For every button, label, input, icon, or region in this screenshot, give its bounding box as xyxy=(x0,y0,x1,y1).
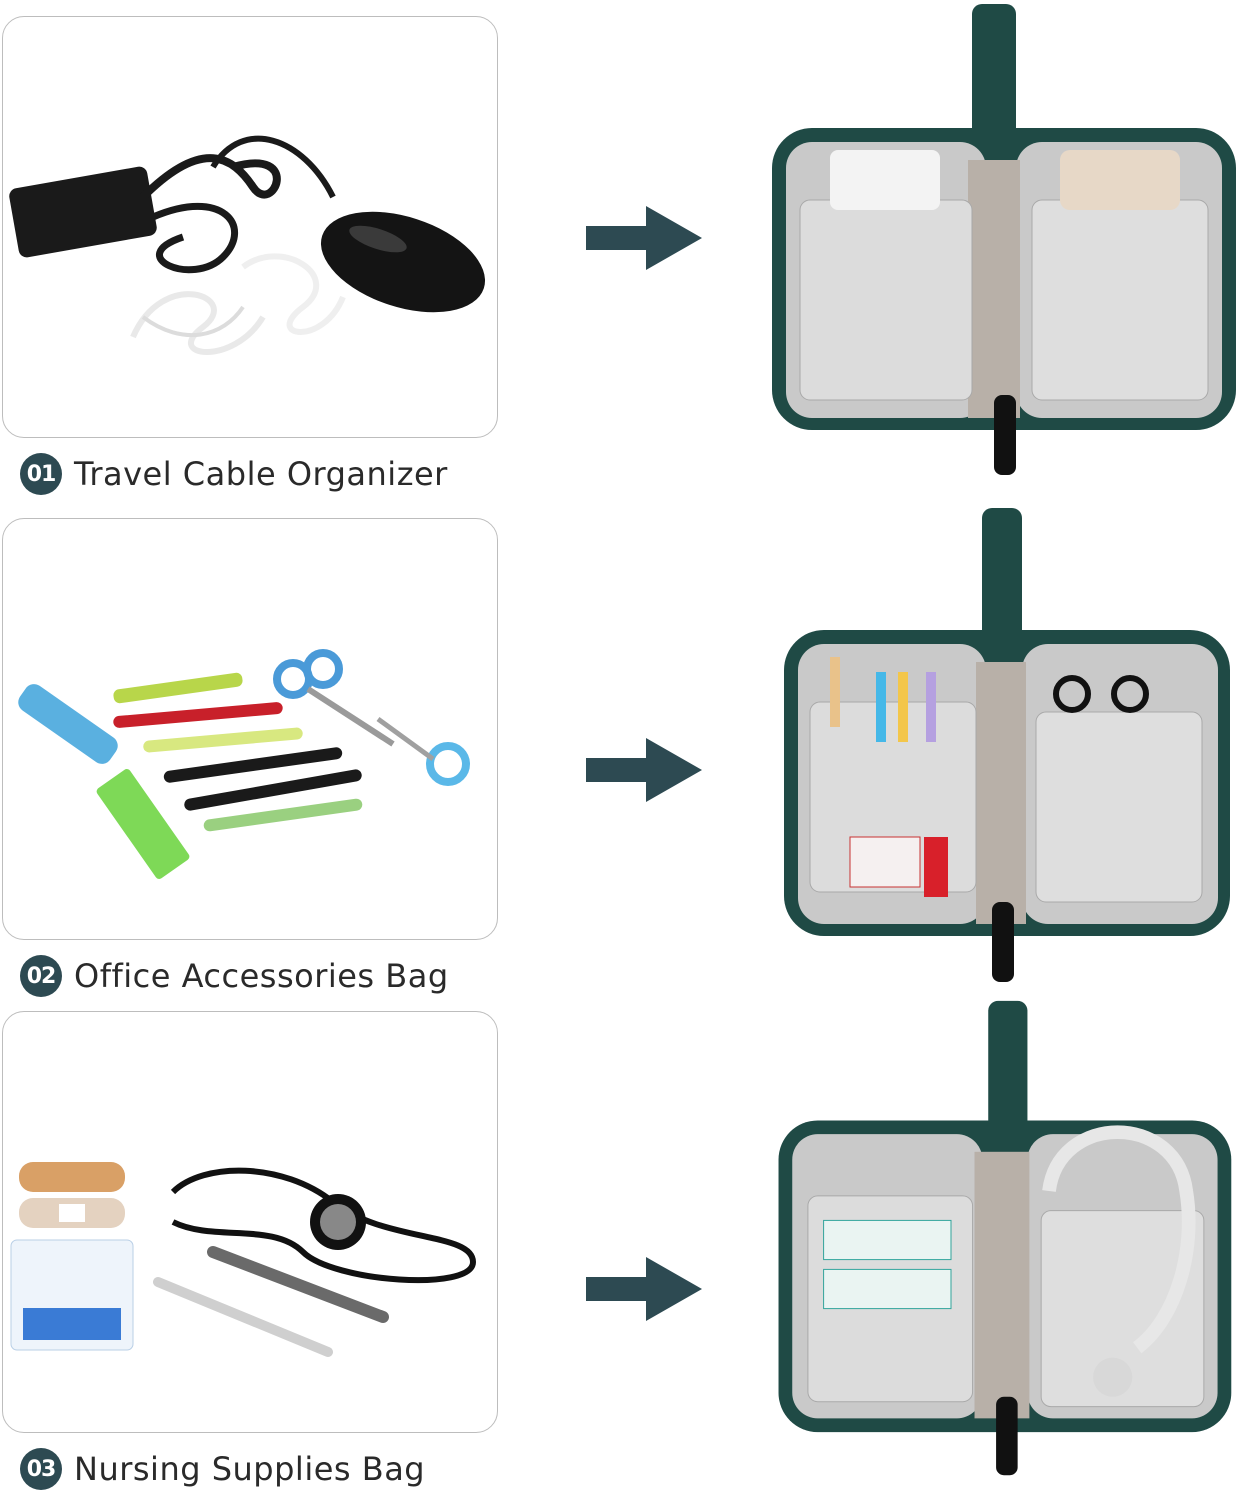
open-bag-image xyxy=(778,1000,1232,1476)
item-label: Office Accessories Bag xyxy=(74,957,449,995)
arrow-right-icon xyxy=(586,1257,702,1321)
product-row-2: 02 Office Accessories Bag xyxy=(0,502,1245,1002)
cable-items-image xyxy=(9,135,486,355)
caption-1: 01 Travel Cable Organizer xyxy=(20,452,448,496)
caption-3: 03 Nursing Supplies Bag xyxy=(20,1447,425,1491)
caption-2: 02 Office Accessories Bag xyxy=(20,954,449,998)
number-badge: 02 xyxy=(20,955,62,997)
office-items-image xyxy=(18,649,470,879)
product-row-3: 03 Nursing Supplies Bag xyxy=(0,995,1245,1495)
number-badge: 03 xyxy=(20,1448,62,1490)
open-bag-image xyxy=(772,4,1236,475)
contents-card-office xyxy=(2,518,498,940)
nursing-items-image xyxy=(10,1162,477,1357)
contents-card-cables xyxy=(2,16,498,438)
contents-card-nursing xyxy=(2,1011,498,1433)
open-bag-image xyxy=(784,508,1230,982)
item-label: Travel Cable Organizer xyxy=(74,455,448,493)
number-badge: 01 xyxy=(20,453,62,495)
arrow-right-icon xyxy=(586,206,702,270)
product-row-1: 01 Travel Cable Organizer xyxy=(0,0,1245,500)
arrow-right-icon xyxy=(586,738,702,802)
item-label: Nursing Supplies Bag xyxy=(74,1450,426,1488)
